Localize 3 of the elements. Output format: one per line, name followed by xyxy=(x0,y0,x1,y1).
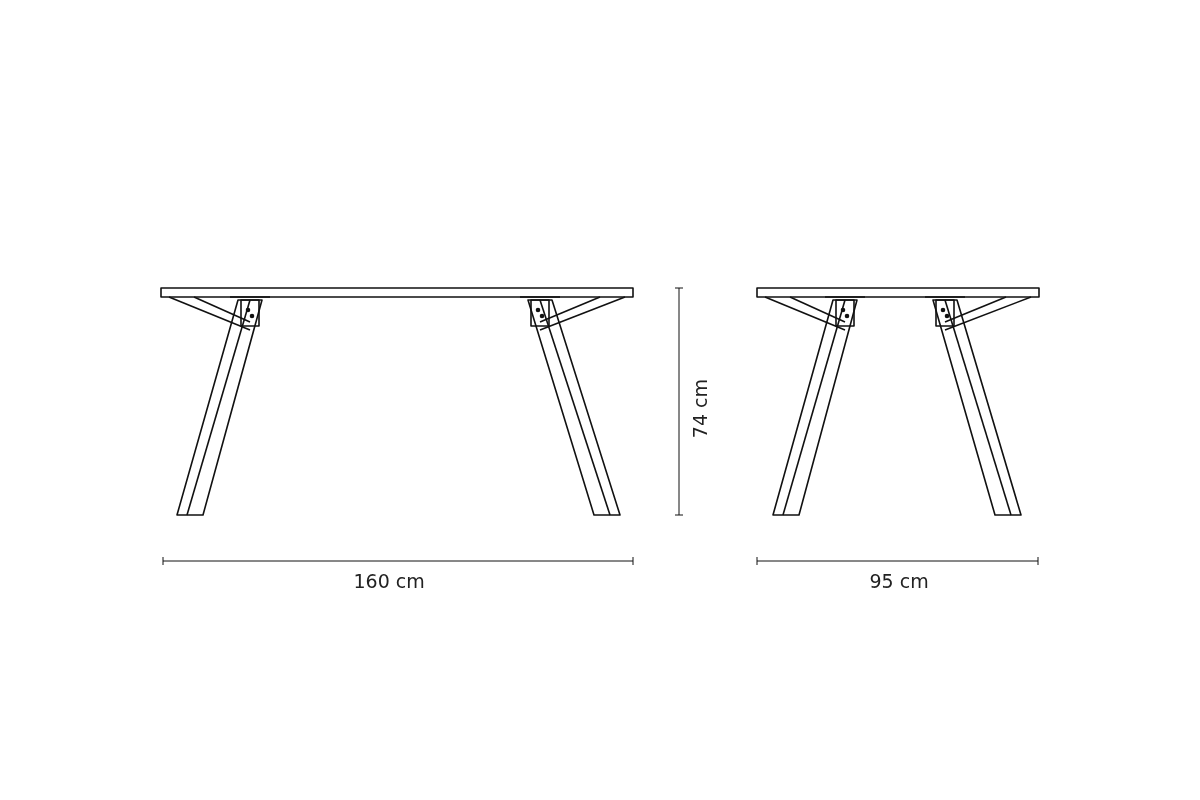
dimension-label: 74 cm xyxy=(689,378,711,438)
dimension-label: 160 cm xyxy=(353,570,425,592)
dimension-label: 95 cm xyxy=(869,570,929,592)
